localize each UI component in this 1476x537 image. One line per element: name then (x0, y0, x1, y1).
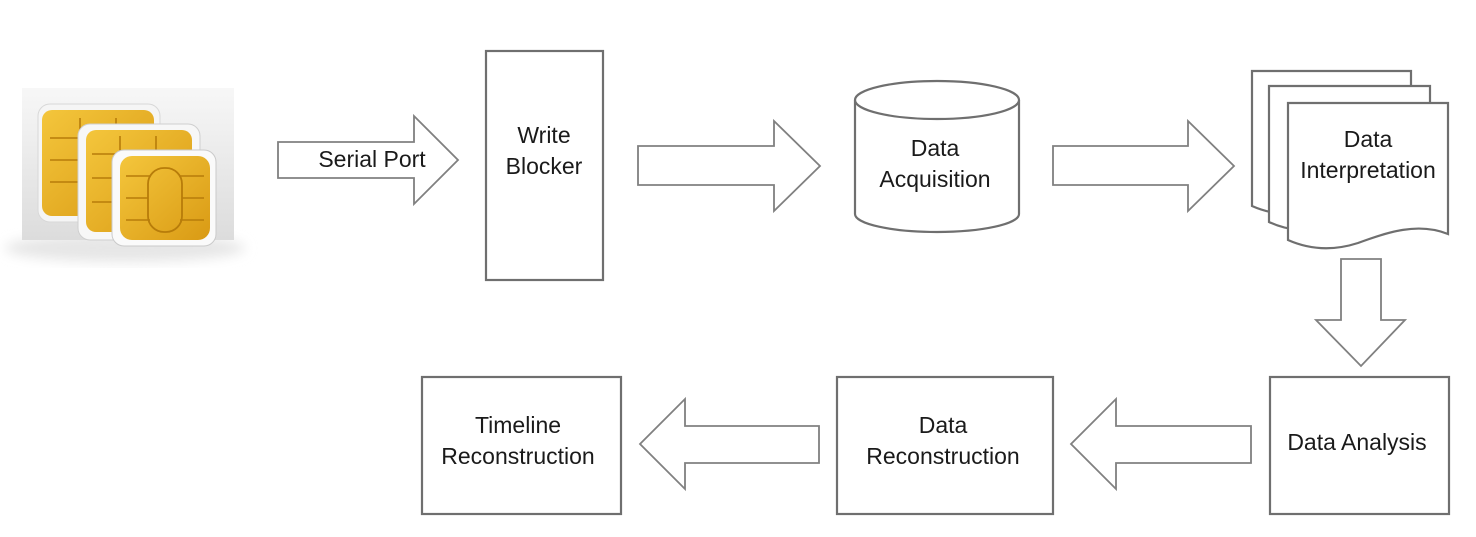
data-reconstruction-label-line2: Reconstruction (866, 443, 1019, 469)
arrow-reconstruction-to-timeline (638, 396, 820, 492)
serial-port-label: Serial Port (318, 146, 426, 172)
data-reconstruction-node: Data Reconstruction (835, 375, 1055, 516)
data-interpretation-label-line2: Interpretation (1300, 157, 1436, 183)
data-analysis-node: Data Analysis (1268, 375, 1451, 516)
data-interpretation-label-line1: Data (1344, 126, 1393, 152)
write-blocker-label-line2: Blocker (506, 153, 583, 179)
timeline-reconstruction-label-line1: Timeline (475, 412, 561, 438)
timeline-reconstruction-node: Timeline Reconstruction (420, 375, 623, 516)
data-acquisition-label-line2: Acquisition (879, 166, 990, 192)
data-analysis-label: Data Analysis (1287, 429, 1426, 455)
timeline-reconstruction-label-line2: Reconstruction (441, 443, 594, 469)
arrow-acquisition-to-interpretation (1052, 118, 1236, 214)
data-reconstruction-label-line1: Data (919, 412, 968, 438)
sim-card-stack-icon (5, 88, 245, 262)
arrow-analysis-to-reconstruction (1069, 396, 1252, 492)
arrow-write-blocker-to-acquisition (637, 118, 822, 214)
write-blocker-label-line1: Write (517, 122, 570, 148)
data-interpretation-node: Data Interpretation (1250, 69, 1450, 250)
data-acquisition-label-line1: Data (911, 135, 960, 161)
data-acquisition-node: Data Acquisition (853, 79, 1021, 234)
write-blocker-node: Write Blocker (484, 49, 605, 282)
arrow-interpretation-to-analysis (1313, 258, 1408, 368)
serial-port-arrow: Serial Port (277, 113, 460, 207)
